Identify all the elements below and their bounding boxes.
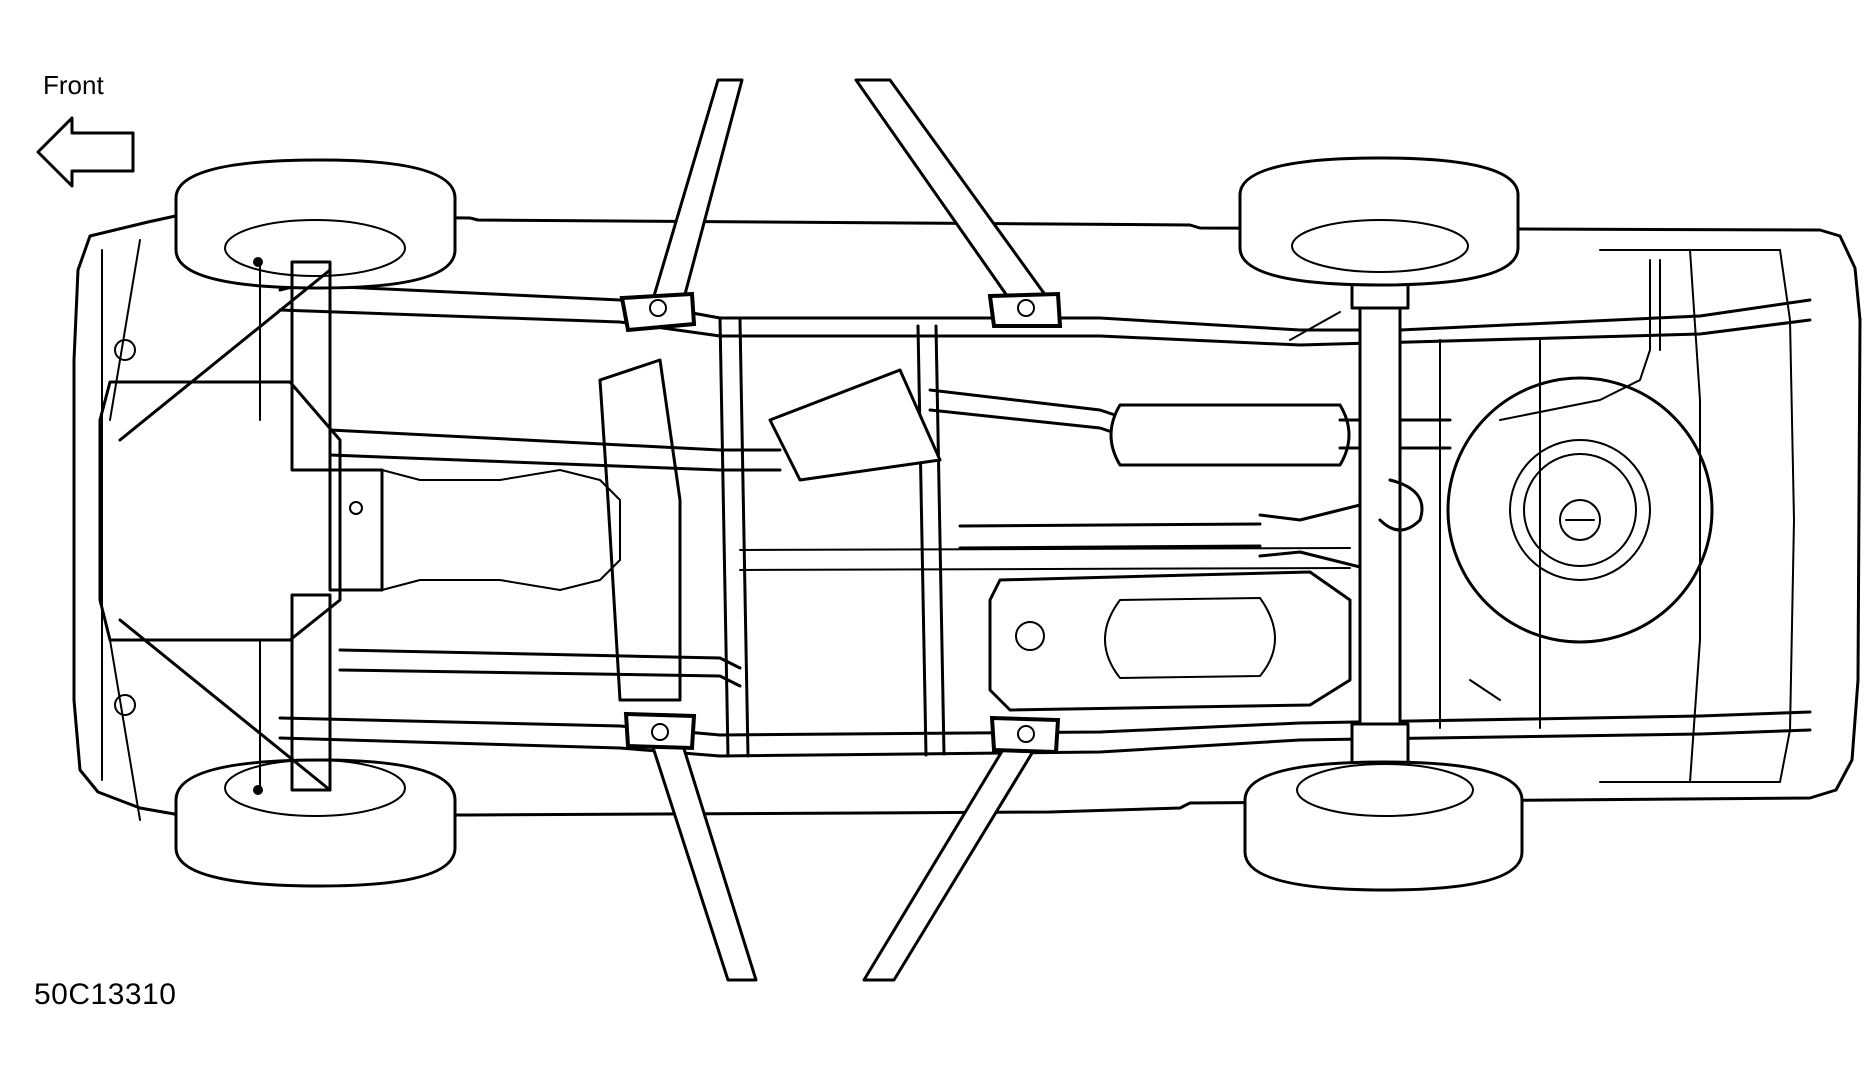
- driveshaft: [958, 498, 1382, 574]
- front-direction-label: Front: [43, 70, 104, 100]
- engine-transmission: [98, 358, 682, 702]
- vehicle-body-outline: [72, 213, 1862, 817]
- lift-arm-rear-right: [862, 736, 1042, 982]
- lift-point-rear-right: [989, 715, 1061, 755]
- lift-arms: [648, 78, 1048, 982]
- rear-right-wheel: [1243, 760, 1524, 892]
- chassis-frame: [278, 283, 1812, 758]
- lift-arm-front-left: [652, 78, 744, 300]
- figure-code: 50C13310: [34, 978, 177, 1011]
- front-left-wheel: [174, 158, 457, 290]
- exhaust-system: [328, 368, 1452, 688]
- front-suspension: [109, 239, 332, 821]
- lift-point-rear-left: [987, 291, 1063, 328]
- rear-misc-lines: [1289, 259, 1661, 701]
- lift-point-front-right: [623, 711, 697, 751]
- fuel-tank: [988, 570, 1352, 712]
- rear-left-wheel: [1238, 156, 1520, 287]
- spare-tire: [1446, 376, 1714, 644]
- lift-point-front-left: [619, 291, 697, 333]
- front-right-wheel: [174, 758, 457, 888]
- lift-arm-front-right: [648, 734, 758, 982]
- lift-arm-rear-left: [854, 78, 1048, 302]
- lift-points: [619, 291, 1063, 755]
- front-direction-arrow-icon: [36, 116, 135, 188]
- rear-axle: [1350, 268, 1424, 772]
